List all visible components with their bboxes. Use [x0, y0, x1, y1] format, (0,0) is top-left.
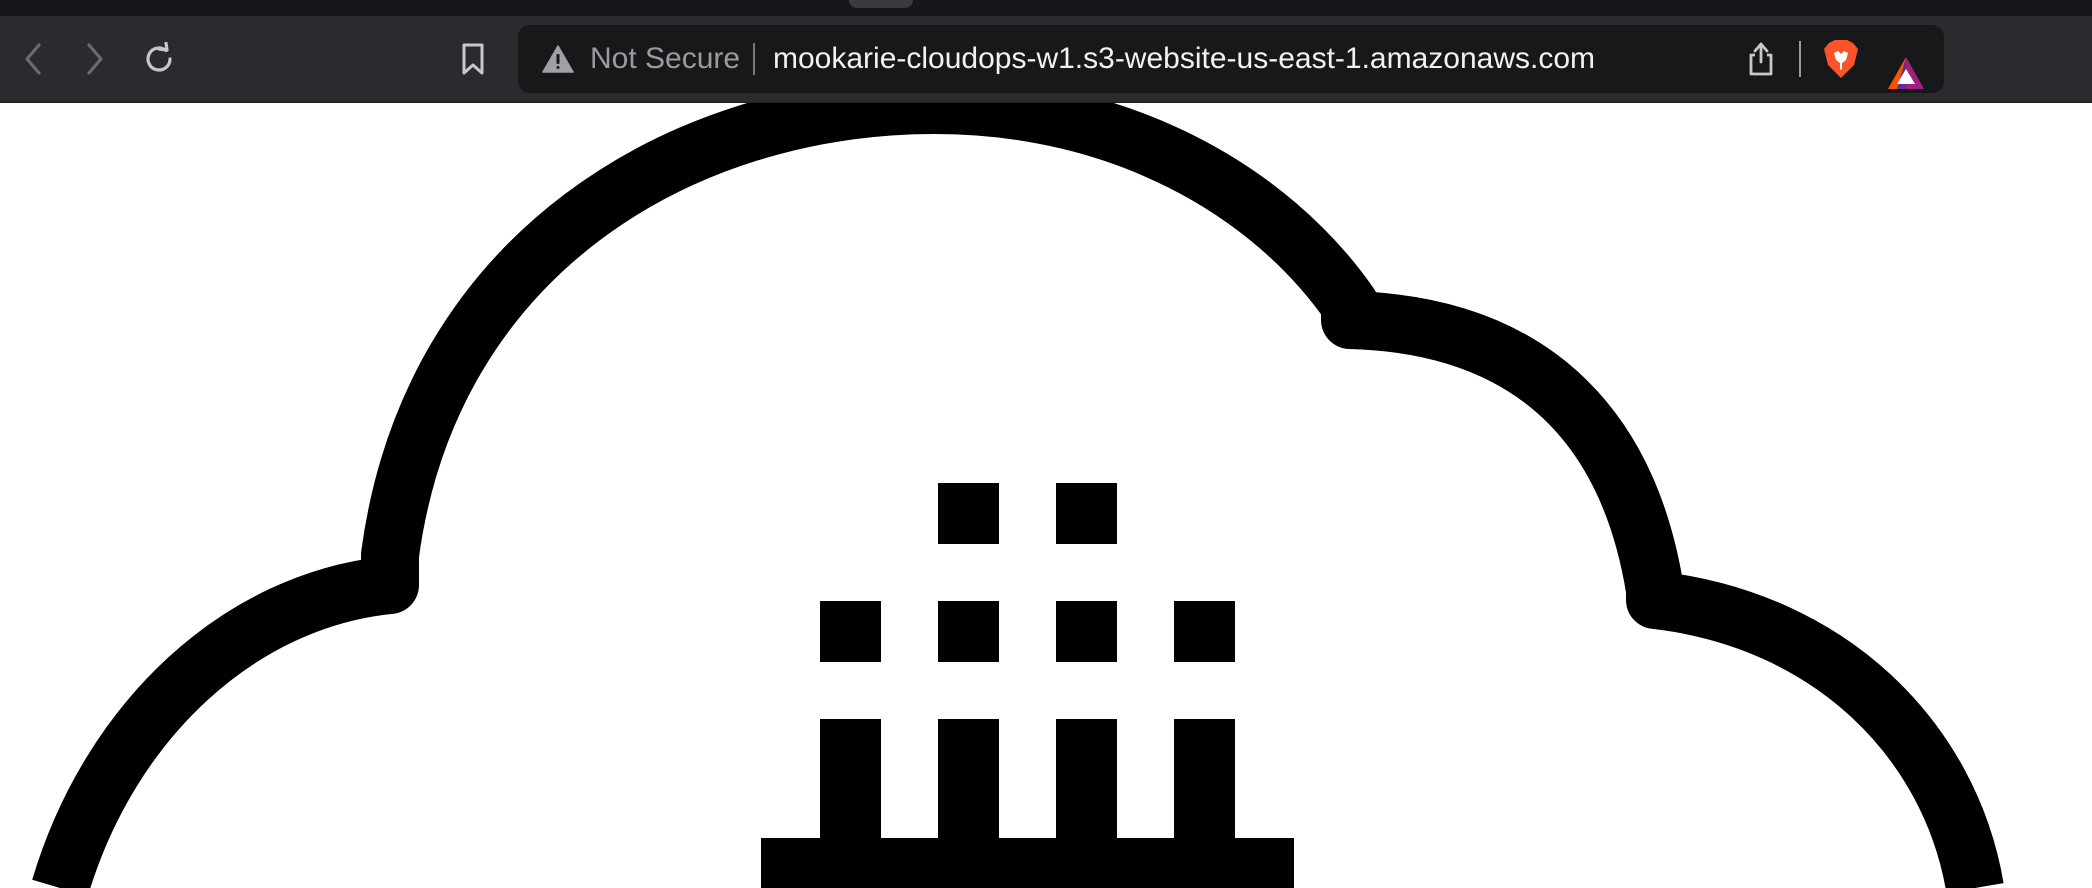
chevron-right-icon	[87, 43, 103, 75]
warning-triangle-icon	[542, 45, 574, 73]
active-tab-indicator[interactable]	[849, 0, 913, 8]
reload-button[interactable]	[134, 34, 184, 84]
chevron-left-icon	[25, 43, 41, 75]
forward-button[interactable]	[70, 34, 120, 84]
cloud-with-blocks-logo	[32, 103, 2004, 888]
brave-lion-icon[interactable]	[1823, 39, 1859, 79]
reload-icon	[146, 42, 172, 72]
back-button[interactable]	[8, 34, 58, 84]
extension-divider	[1799, 41, 1801, 77]
security-status-label[interactable]: Not Secure	[590, 42, 741, 75]
address-bar[interactable]: Not Secure mookarie-cloudops-w1.s3-websi…	[518, 25, 1944, 93]
bookmark-icon	[462, 43, 484, 75]
share-icon[interactable]	[1746, 41, 1776, 77]
brave-rewards-triangle-icon[interactable]	[1887, 56, 1925, 90]
bookmark-button[interactable]	[448, 34, 498, 84]
address-divider	[753, 43, 755, 75]
tab-strip	[0, 0, 2092, 16]
page-content	[0, 103, 2092, 888]
browser-toolbar: Not Secure mookarie-cloudops-w1.s3-websi…	[0, 16, 2092, 103]
url-text[interactable]: mookarie-cloudops-w1.s3-website-us-east-…	[773, 42, 1595, 75]
